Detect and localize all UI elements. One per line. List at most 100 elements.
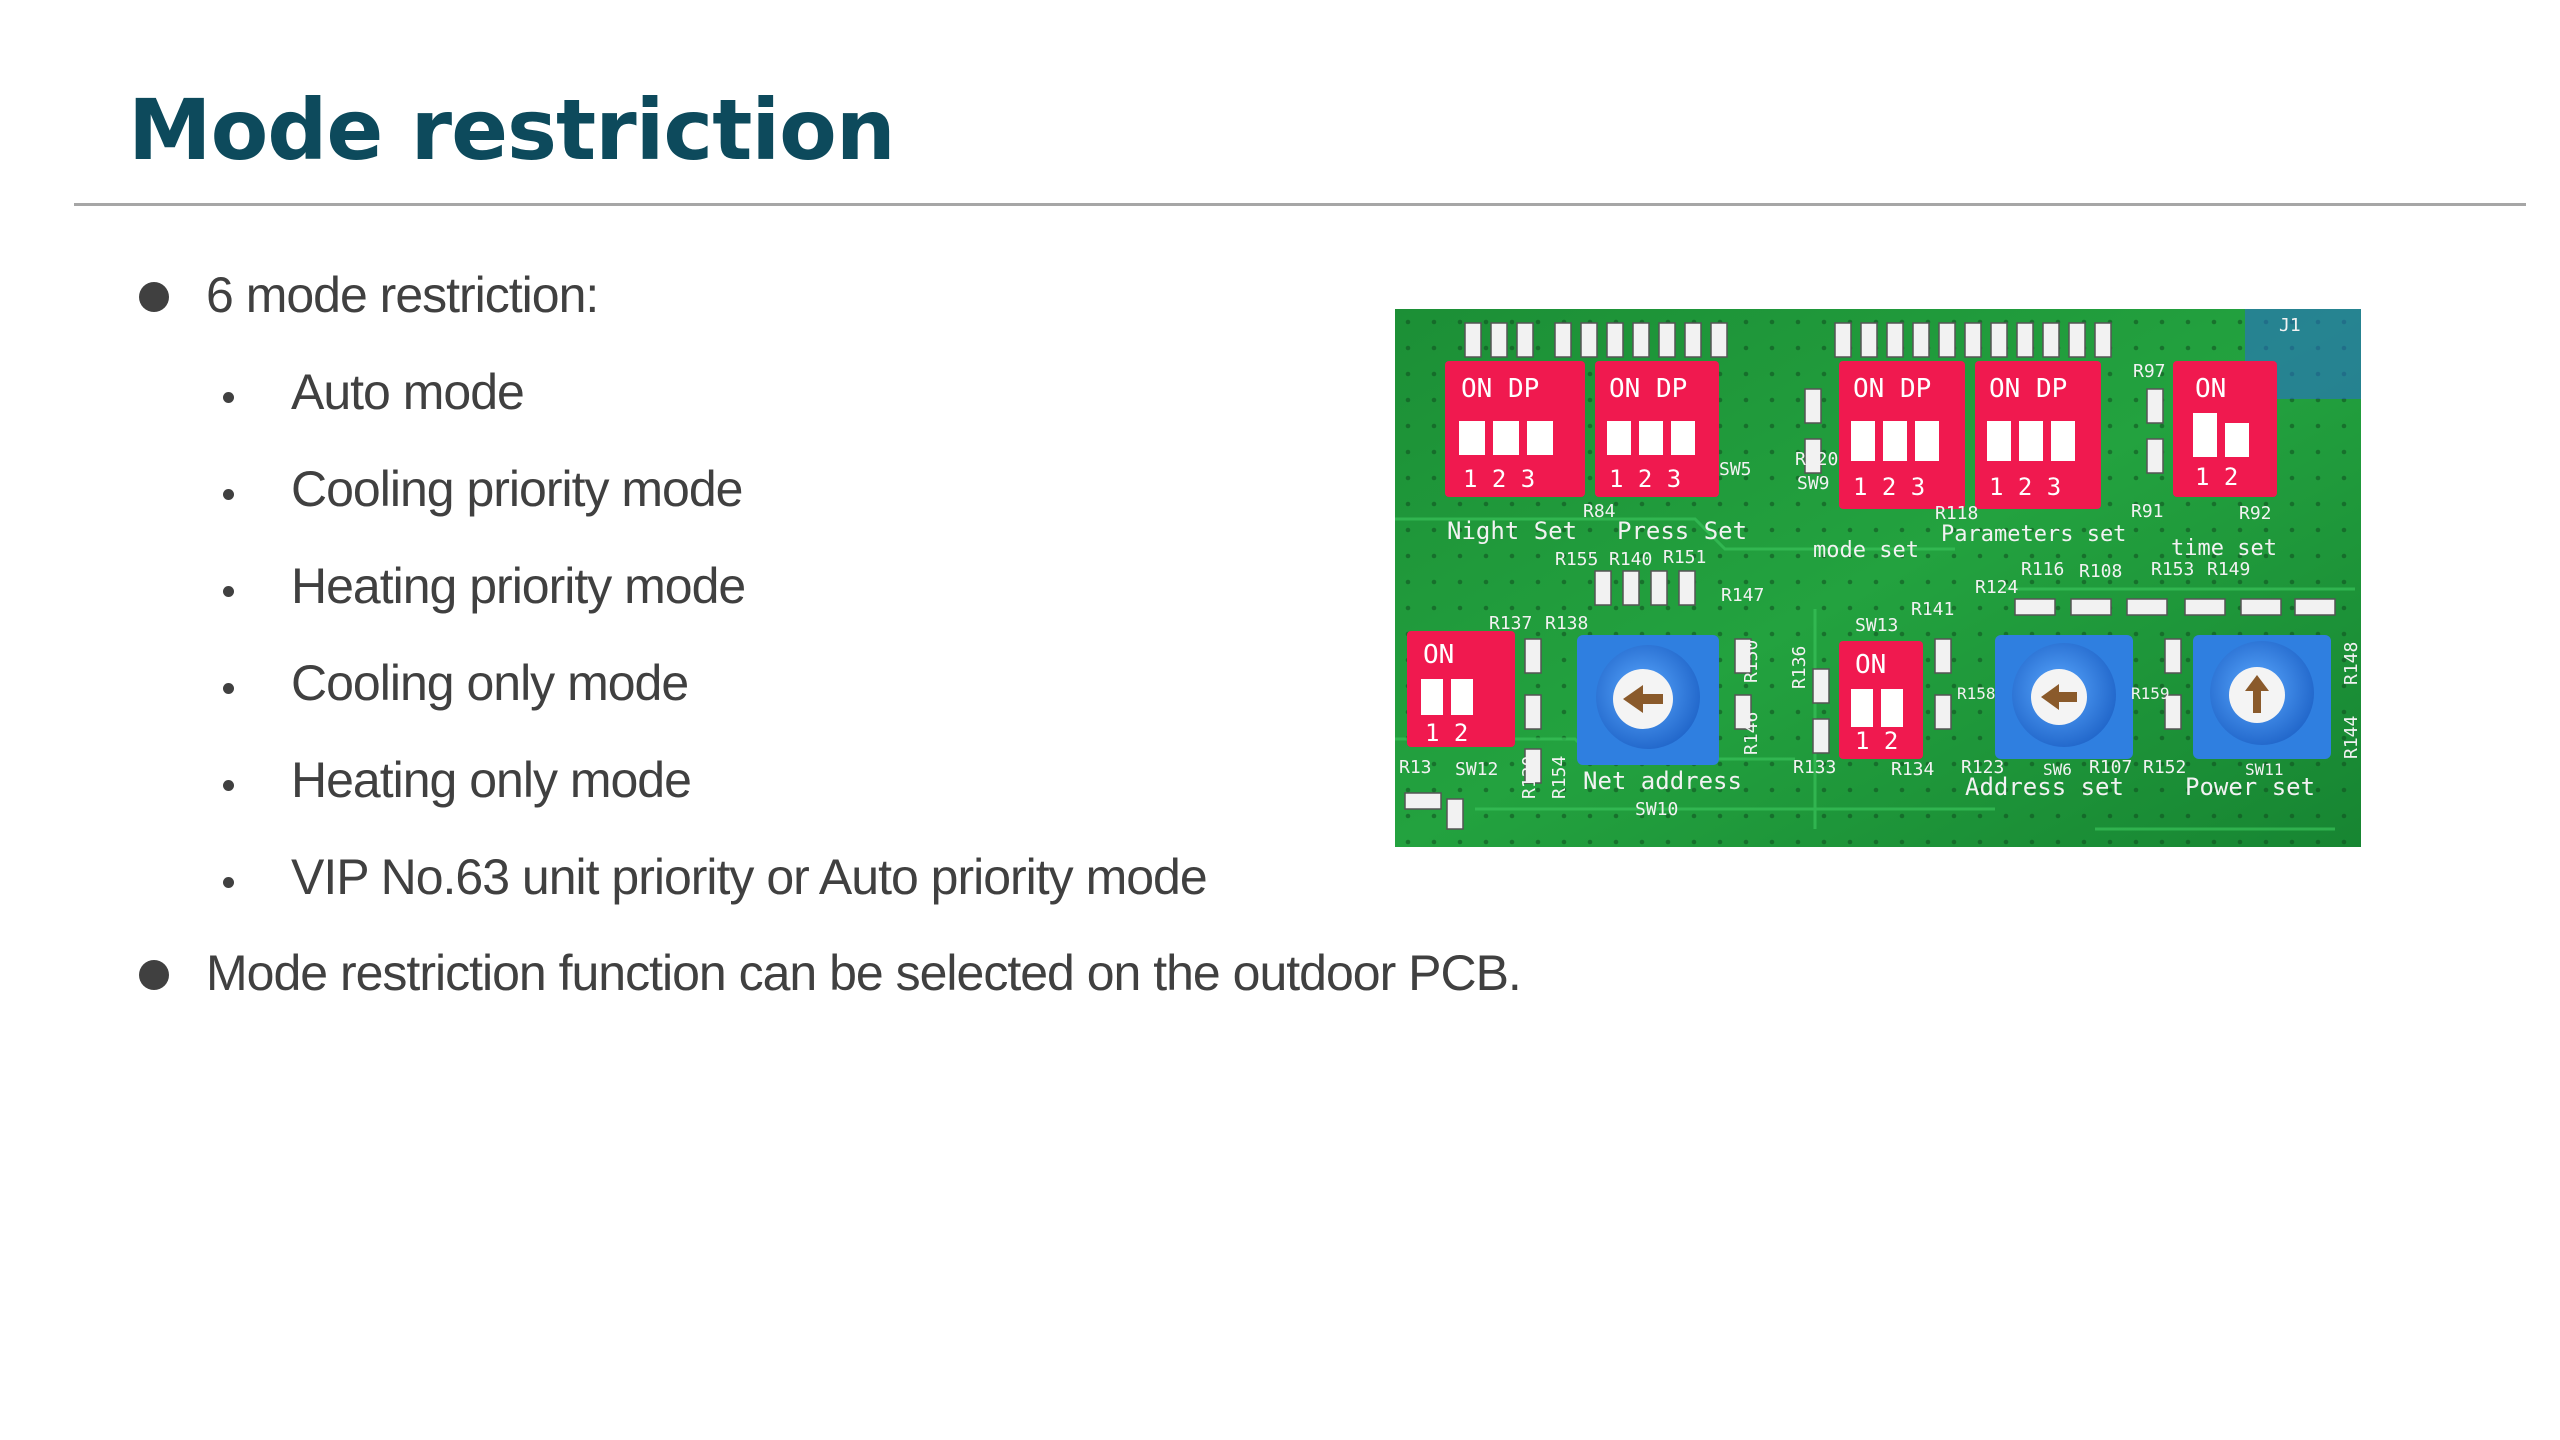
dip-switch-parameters-set: ON DP 1 2 3: [1975, 361, 2101, 509]
silk-label: R124: [1975, 577, 2018, 598]
silk-label: Address set: [1965, 773, 2124, 801]
silk-label: R154: [1549, 756, 1570, 799]
sub-bullet-dot: [223, 780, 234, 791]
sub-item-text: Cooling only mode: [291, 655, 689, 711]
silk-label: Parameters set: [1941, 522, 2126, 547]
silk-label: R92: [2239, 503, 2272, 524]
silk-label: SW11: [2245, 760, 2284, 779]
silk-label: R153: [2151, 559, 2194, 580]
sub-item-cooling-only: Cooling only mode: [291, 654, 689, 712]
silk-label: R155: [1555, 549, 1598, 570]
silk-label: SW9: [1797, 473, 1830, 494]
bullet-dot: [139, 282, 169, 312]
sub-item-text: VIP No.63 unit priority or Auto priority…: [291, 849, 1208, 905]
silk-label: SW13: [1855, 615, 1898, 636]
dip-switch-night-set: ON DP 1 2 3: [1445, 361, 1585, 497]
dip-switch-time-set: ON 1 2: [2173, 361, 2277, 497]
dip-label: ON DP: [1609, 374, 1687, 404]
dip-label: ON DP: [1989, 374, 2067, 404]
dip-label: ON: [1423, 640, 1454, 670]
silk-label: R116: [2021, 559, 2064, 580]
dip-digits: 1 2 3: [1463, 465, 1535, 493]
silk-label: R152: [2143, 757, 2186, 778]
silk-label: time set: [2171, 536, 2277, 561]
silk-label: R141: [1911, 599, 1954, 620]
silk-label: J1: [2279, 315, 2301, 336]
silk-label: R130: [1519, 756, 1540, 799]
dip-digits: 1 2: [1425, 719, 1468, 747]
silk-label: R84: [1583, 501, 1616, 522]
title-divider: [74, 203, 2526, 206]
sub-item-vip-priority: VIP No.63 unit priority or Auto priority…: [291, 848, 1208, 906]
sub-bullet-dot: [223, 586, 234, 597]
bullet-text: 6 mode restriction:: [206, 267, 599, 323]
silk-label: R144: [2341, 716, 2361, 759]
silk-label: R13: [1399, 757, 1432, 778]
sub-bullet-dot: [223, 489, 234, 500]
dip-switch-sw13: ON 1 2: [1839, 641, 1923, 759]
bullet-item-pcb-selection: Mode restriction function can be selecte…: [206, 944, 1522, 1002]
rotary-switch-power-set: [2193, 635, 2331, 759]
silk-label: Power set: [2185, 773, 2315, 801]
dip-switch-press-set: ON DP 1 2 3: [1595, 361, 1719, 497]
silk-label: R118: [1935, 503, 1978, 524]
dip-switch-sw12: ON 1 2: [1407, 631, 1515, 747]
dip-digits: 1 2 3: [1609, 465, 1681, 493]
silk-label: R91: [2131, 501, 2164, 522]
sub-item-heating-priority: Heating priority mode: [291, 557, 746, 615]
silk-label: R138: [1545, 613, 1588, 634]
silk-label: SW12: [1455, 759, 1498, 780]
silk-label: R136: [1789, 646, 1810, 689]
silk-label: R147: [1721, 585, 1764, 606]
silk-label: mode set: [1813, 538, 1919, 563]
silk-label: SW10: [1635, 799, 1678, 820]
sub-bullet-dot: [223, 392, 234, 403]
slide-title: Mode restriction: [128, 81, 896, 179]
silk-label: R146: [1741, 712, 1762, 755]
dip-label: ON: [2195, 374, 2226, 404]
dip-label: ON DP: [1461, 374, 1539, 404]
dip-digits: 1 2: [1855, 727, 1898, 755]
silk-label: R150: [1741, 640, 1762, 683]
outdoor-pcb-photo: ON DP 1 2 3 ON DP 1 2 3 ON DP 1 2 3 ON D…: [1395, 309, 2361, 847]
sub-item-text: Auto mode: [291, 364, 525, 420]
silk-label: Press Set: [1617, 517, 1747, 545]
silk-label: SW6: [2043, 760, 2072, 779]
silk-label: R123: [1961, 757, 2004, 778]
silk-label: R148: [2341, 642, 2361, 685]
silk-label: R137: [1489, 613, 1532, 634]
silk-label: R108: [2079, 561, 2122, 582]
sub-item-text: Heating priority mode: [291, 558, 746, 614]
sub-item-text: Heating only mode: [291, 752, 692, 808]
dip-label: ON DP: [1853, 374, 1931, 404]
silk-label: R97: [2133, 361, 2166, 382]
silk-label: R158: [1957, 684, 1996, 703]
silk-label: R133: [1793, 757, 1836, 778]
dip-digits: 1 2 3: [1853, 473, 1925, 501]
sub-item-heating-only: Heating only mode: [291, 751, 692, 809]
silk-label: R134: [1891, 759, 1934, 780]
sub-bullet-dot: [223, 877, 234, 888]
silk-label: R120: [1795, 449, 1838, 470]
dip-digits: 1 2 3: [1989, 473, 2061, 501]
dip-label: ON: [1855, 650, 1886, 680]
rotary-switch-address-set: [1995, 635, 2133, 759]
sub-item-auto-mode: Auto mode: [291, 363, 525, 421]
bullet-text: Mode restriction function can be selecte…: [206, 945, 1522, 1001]
silk-label: R149: [2207, 559, 2250, 580]
sub-item-text: Cooling priority mode: [291, 461, 743, 517]
bullet-dot: [139, 960, 169, 990]
dip-digits: 1 2: [2195, 463, 2238, 491]
silk-label: R107: [2089, 757, 2132, 778]
sub-item-cooling-priority: Cooling priority mode: [291, 460, 743, 518]
silk-label: SW5: [1719, 459, 1752, 480]
silk-label: R159: [2131, 684, 2170, 703]
silk-label: R151: [1663, 547, 1706, 568]
bullet-item-mode-restriction: 6 mode restriction:: [206, 266, 599, 324]
silk-label: Night Set: [1447, 517, 1577, 545]
rotary-switch-net-address: [1577, 635, 1719, 765]
silk-label: R140: [1609, 549, 1652, 570]
silk-label: Net address: [1583, 767, 1742, 795]
dip-switch-mode-set: ON DP 1 2 3: [1839, 361, 1965, 509]
